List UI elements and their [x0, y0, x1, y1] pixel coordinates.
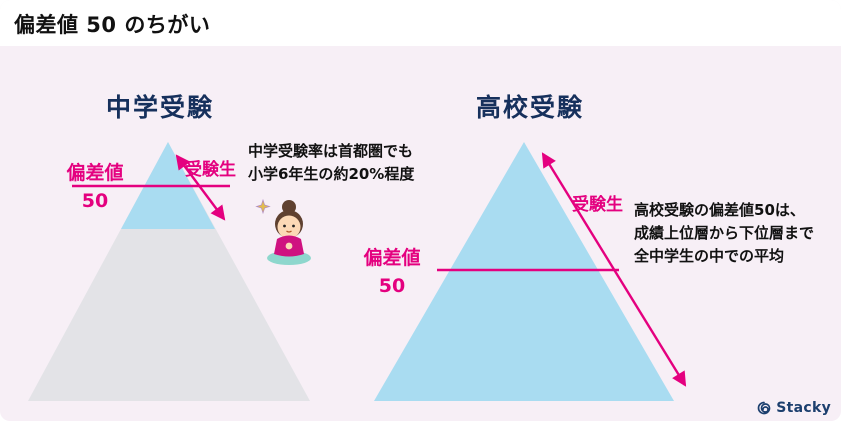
right-note-line-2: 成績上位層から下位層まで	[634, 224, 815, 242]
right-note-line-3: 全中学生の中での平均	[634, 247, 785, 265]
left-triangle-gray	[28, 142, 310, 401]
right-examinee-arrow	[541, 152, 687, 387]
left-deviation-label: 偏差値	[66, 162, 124, 184]
right-deviation-value: 50	[378, 275, 406, 297]
right-examinee-label: 受験生	[572, 195, 623, 215]
brand-name: Stacky	[776, 400, 831, 416]
page-title: 偏差値 50 のちがい	[14, 13, 211, 37]
brand-spiral-icon	[757, 401, 771, 415]
header-bar	[0, 0, 841, 46]
sparkle-icon	[255, 198, 271, 215]
right-note: 高校受験の偏差値50は、 成績上位層から下位層まで 全中学生の中での平均	[634, 199, 814, 268]
left-examinee-arrow	[175, 154, 226, 221]
left-note-line-1: 中学受験率は首都圏でも	[248, 142, 414, 160]
left-note: 中学受験率は首都圏でも 小学6年生の約20%程度	[248, 140, 414, 186]
right-section-heading: 高校受験	[476, 93, 585, 122]
right-deviation-label: 偏差値	[363, 247, 421, 269]
character-face	[277, 215, 301, 239]
left-examinee-label: 受験生	[185, 160, 236, 180]
right-triangle-blue	[374, 142, 674, 401]
meditating-character-illustration	[255, 198, 311, 265]
brand-logo: Stacky	[756, 400, 831, 416]
left-note-line-2: 小学6年生の約20%程度	[248, 165, 415, 183]
left-deviation-value: 50	[81, 190, 109, 212]
left-section-heading: 中学受験	[106, 93, 215, 122]
character-hands	[285, 242, 293, 250]
right-note-line-1: 高校受験の偏差値50は、	[634, 201, 805, 219]
